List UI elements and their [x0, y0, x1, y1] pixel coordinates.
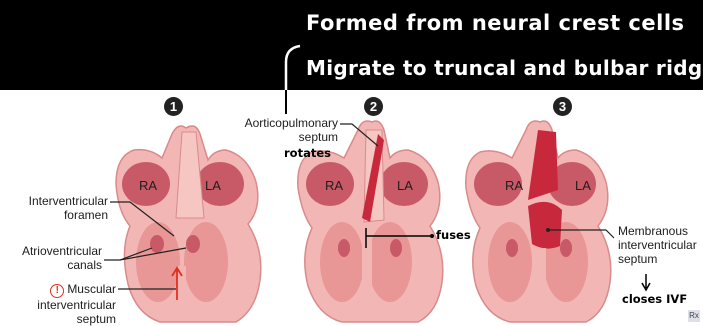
leader-membranous-dot: [546, 228, 550, 232]
warning-icon: !: [50, 284, 64, 298]
muscular-septum-3: [534, 248, 546, 312]
av-canal-right-2: [390, 239, 402, 257]
right-ventricle-cavity-1: [136, 222, 180, 302]
interventricular-foramen-label: Interventricular foramen: [8, 194, 108, 222]
rx-badge-icon: Rx: [688, 310, 700, 322]
fuses-annotation: fuses: [436, 228, 471, 242]
ra-label-1: RA: [139, 179, 157, 193]
banner-bracket: [286, 46, 300, 114]
av-canal-left-1: [150, 235, 164, 253]
aorticopulmonary-septum-label: Aorticopulmonary septum: [210, 116, 338, 144]
left-ventricle-cavity-2: [368, 222, 412, 302]
av-canal-right-3: [560, 239, 572, 257]
av-canal-left-2: [338, 239, 350, 257]
right-ventricle-cavity-2: [320, 222, 364, 302]
ra-label-3: RA: [505, 179, 523, 193]
la-label-3: LA: [575, 179, 591, 193]
av-canal-right-1: [186, 235, 200, 253]
panel-number-1: 1: [164, 97, 183, 116]
fuses-pointer-dot: [430, 234, 434, 238]
av-canal-left-3: [506, 239, 518, 257]
closes-ivf-annotation: closes IVF: [622, 292, 687, 306]
left-ventricle-cavity-1: [184, 222, 228, 302]
la-label-2: LA: [397, 179, 413, 193]
heart-panel-1: [104, 126, 261, 322]
muscular-septum-label: !Muscular interventricular septum: [6, 282, 116, 326]
membranous-septum-label: Membranous interventricular septum: [618, 224, 697, 266]
panel-number-3: 3: [553, 97, 572, 116]
right-ventricle-cavity-3: [488, 222, 532, 302]
closes-arrow: [642, 274, 650, 290]
la-label-1: LA: [205, 179, 221, 193]
muscular-septum-2: [362, 232, 372, 312]
panel-number-2: 2: [364, 97, 383, 116]
membranous-septum-3: [528, 202, 562, 249]
ra-label-2: RA: [325, 179, 343, 193]
av-canals-label: Atrioventricular canals: [8, 244, 102, 272]
rotates-annotation: rotates: [284, 146, 331, 160]
